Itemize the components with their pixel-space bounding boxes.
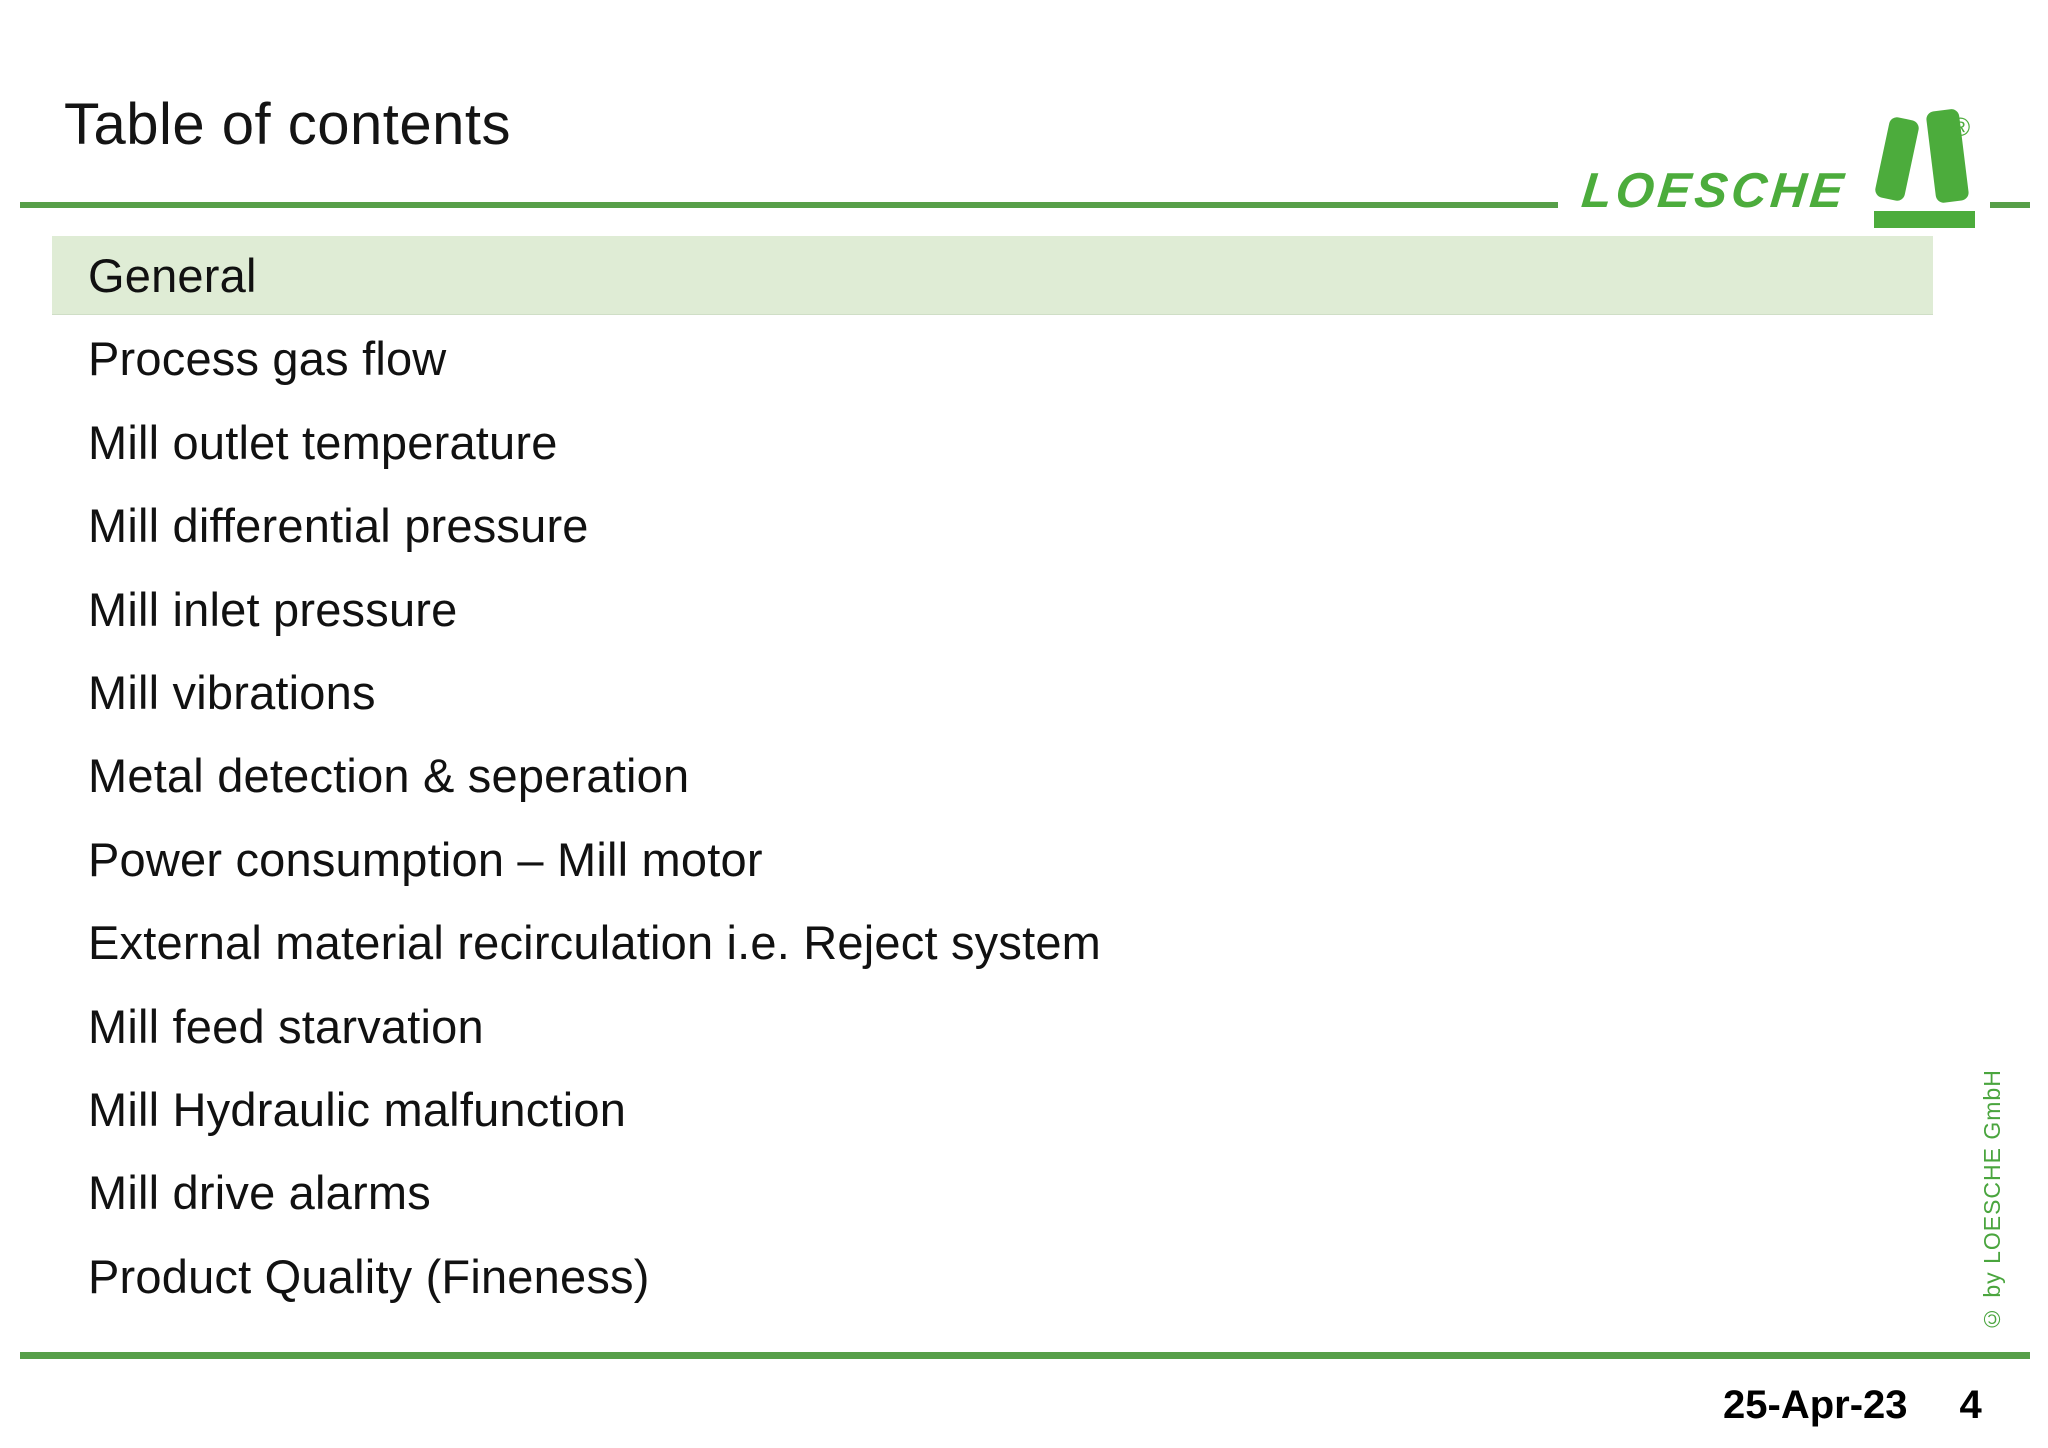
toc-item: Mill feed starvation: [52, 987, 1933, 1066]
header-divider: [20, 202, 1558, 208]
toc-item-label: Mill drive alarms: [88, 1166, 431, 1220]
footer-date: 25-Apr-23: [1723, 1383, 1908, 1427]
footer-divider: [20, 1352, 2030, 1359]
toc-item-label: Mill feed starvation: [88, 999, 484, 1053]
toc-item-label: Mill vibrations: [88, 666, 376, 719]
header-divider-right-segment: [1990, 202, 2030, 208]
toc-item: Mill Hydraulic malfunction: [52, 1070, 1933, 1149]
toc-item: Mill outlet temperature: [52, 403, 1933, 482]
toc-item-label: Power consumption – Mill motor: [88, 832, 763, 886]
toc-item: General: [52, 236, 1933, 315]
toc-item: Mill inlet pressure: [52, 570, 1933, 649]
toc-item-label: Mill outlet temperature: [88, 415, 558, 469]
toc-item-label: General: [88, 248, 257, 302]
toc-item: Mill drive alarms: [52, 1153, 1933, 1232]
toc-item: External material recirculation i.e. Rej…: [52, 903, 1933, 982]
toc-item: Mill differential pressure: [52, 486, 1933, 565]
toc-item-label: Mill inlet pressure: [88, 582, 458, 636]
toc-item: Process gas flow: [52, 319, 1933, 398]
toc-item: Mill vibrations: [52, 653, 1933, 732]
toc-item-label: Process gas flow: [88, 332, 447, 386]
toc-item: Power consumption – Mill motor: [52, 820, 1933, 899]
footer-page-number: 4: [1959, 1383, 1982, 1427]
loesche-wordmark: LOESCHE: [1573, 164, 1856, 218]
toc-item-label: Metal detection & seperation: [88, 749, 690, 803]
footer: 25-Apr-23 4: [1723, 1385, 1982, 1425]
vertical-copyright: © by LOESCHE GmbH: [1979, 1069, 2005, 1332]
toc-item-label: Product Quality (Fineness): [88, 1249, 650, 1303]
toc-item-label: Mill Hydraulic malfunction: [88, 1083, 627, 1136]
toc-item-label: External material recirculation i.e. Rej…: [88, 916, 1102, 970]
page-title: Table of contents: [64, 92, 512, 157]
registered-trademark-icon: ®: [1951, 112, 1971, 142]
loesche-mill-icon: [1874, 109, 1975, 228]
toc-item: Metal detection & seperation: [52, 736, 1933, 815]
toc-item-label: Mill differential pressure: [88, 499, 589, 553]
toc-item: Product Quality (Fineness): [52, 1237, 1933, 1316]
